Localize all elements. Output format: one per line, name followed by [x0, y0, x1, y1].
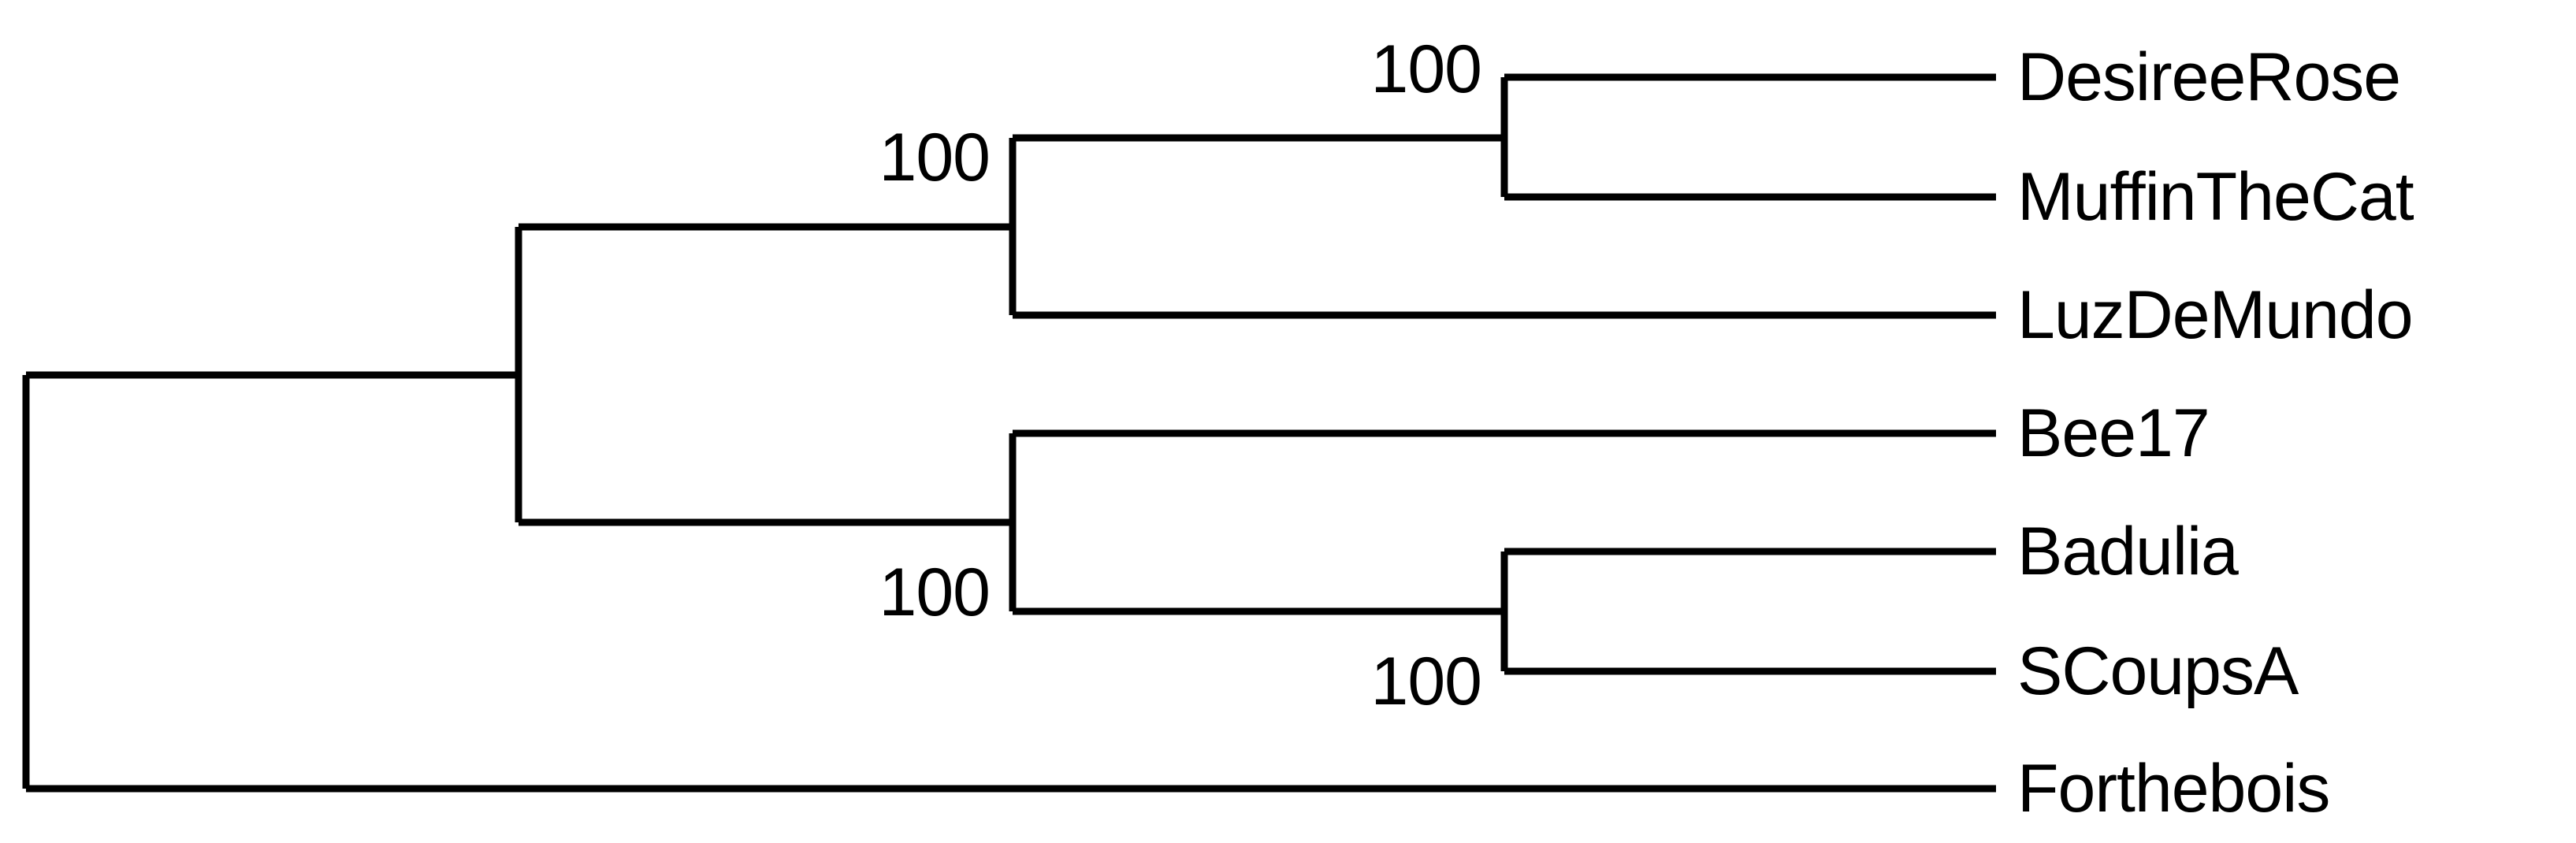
support-label-clade-b: 100: [879, 555, 991, 630]
taxon-label-bee17: Bee17: [2017, 396, 2210, 471]
support-label-badulia-scoupsa: 100: [1370, 644, 1483, 719]
taxon-label-desiree-rose: DesireeRose: [2017, 39, 2401, 115]
taxon-label-scoups-a: SCoupsA: [2017, 633, 2299, 709]
taxon-label-luz-de-mundo: LuzDeMundo: [2017, 277, 2414, 353]
support-label-clade-a: 100: [879, 120, 991, 195]
taxon-label-badulia: Badulia: [2017, 514, 2239, 589]
taxon-label-muffin-the-cat: MuffinTheCat: [2017, 159, 2414, 235]
support-label-desiree-muffin: 100: [1370, 32, 1483, 107]
taxon-label-forthebois: Forthebois: [2017, 751, 2330, 826]
